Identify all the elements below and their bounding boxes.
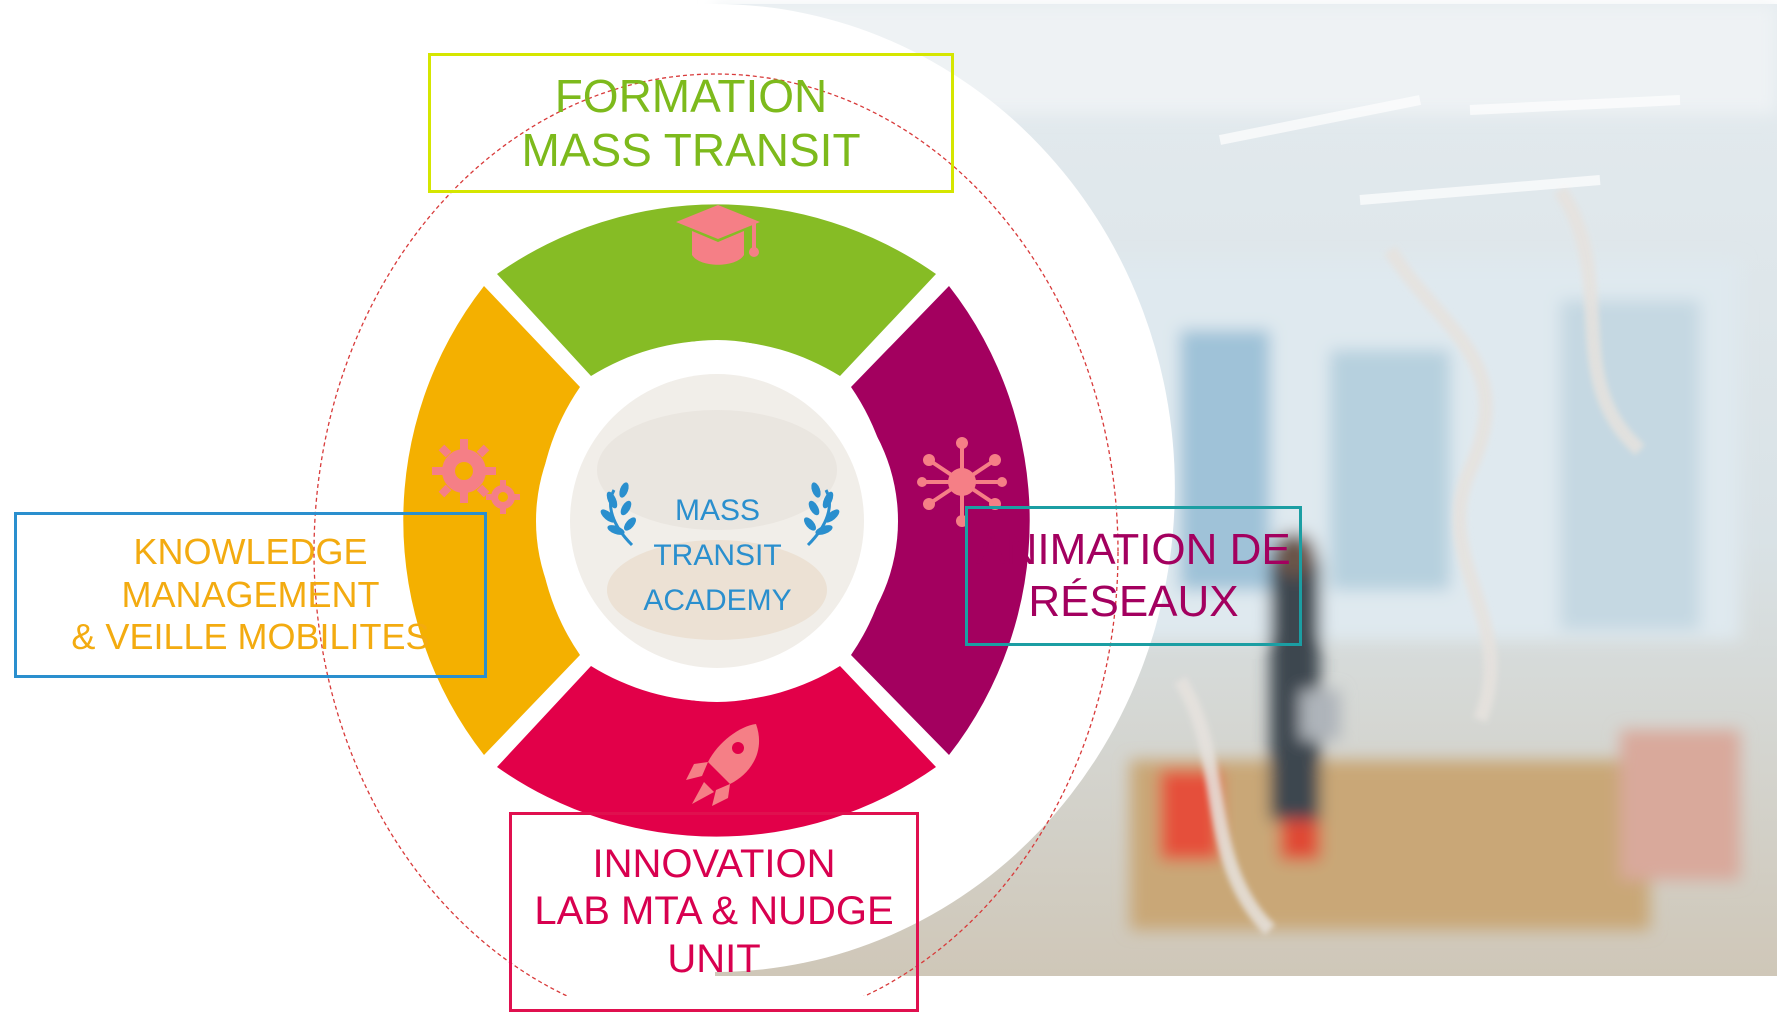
gears-icon [432, 439, 520, 514]
graduation-cap-icon [676, 205, 760, 265]
laurel-wreath-icon-left [600, 482, 636, 547]
dashed-orbit-outline [313, 73, 1119, 996]
segment-knowledge [403, 286, 580, 755]
label-box-knowledge: KNOWLEDGE MANAGEMENT & VEILLE MOBILITES [14, 512, 487, 678]
center-photo [570, 374, 864, 668]
label-box-animation: ANIMATION DE RÉSEAUX [965, 506, 1302, 646]
segment-formation [497, 204, 936, 376]
center-label: MASS TRANSIT ACADEMY [643, 494, 792, 617]
label-box-formation: FORMATION MASS TRANSIT [428, 53, 954, 193]
laurel-wreath-icon-right [804, 482, 840, 547]
label-box-innovation: INNOVATION LAB MTA & NUDGE UNIT [509, 812, 919, 1012]
segment-animation [851, 286, 1030, 755]
rocket-icon [686, 724, 760, 806]
